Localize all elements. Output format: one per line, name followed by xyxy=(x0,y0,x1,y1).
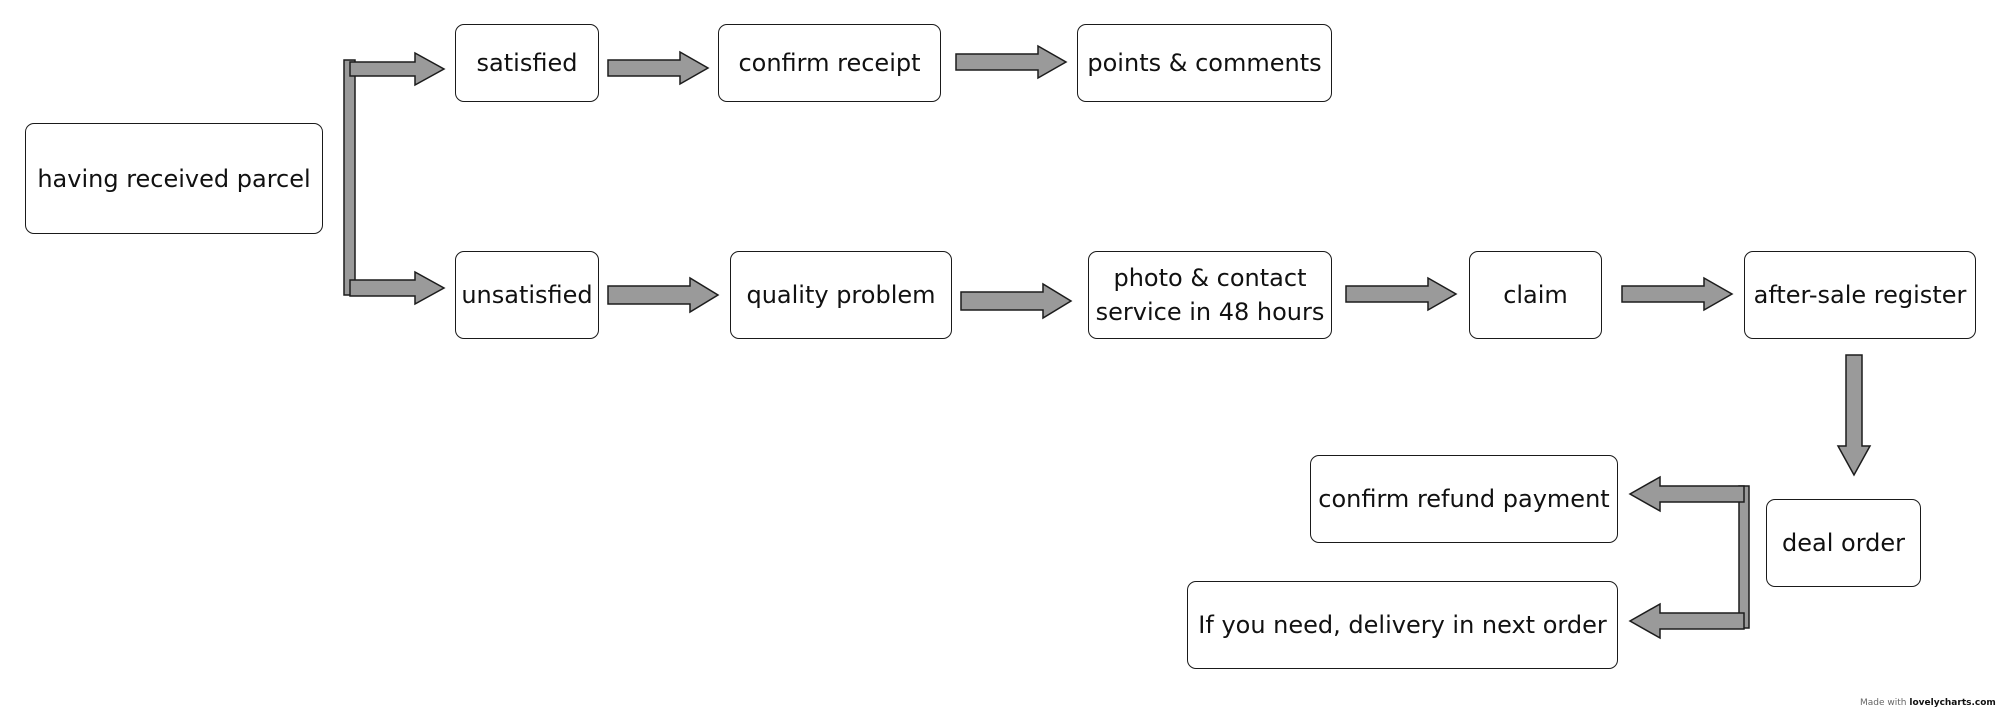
node-deal-order: deal order xyxy=(1766,499,1921,587)
made-with-credit: Made with lovelycharts.com xyxy=(1860,698,1996,708)
arrow-to-satisfied xyxy=(349,51,446,87)
arrow-satisfied-to-confirm xyxy=(607,50,710,86)
arrow-confirm-to-points xyxy=(955,44,1068,80)
node-photo-contact: photo & contact service in 48 hours xyxy=(1088,251,1332,339)
node-confirm-refund-payment: confirm refund payment xyxy=(1310,455,1618,543)
made-with-brand: lovelycharts.com xyxy=(1909,698,1996,708)
node-quality-problem: quality problem xyxy=(730,251,952,339)
node-unsatisfied: unsatisfied xyxy=(455,251,599,339)
arrow-to-unsatisfied xyxy=(349,270,446,306)
node-having-received-parcel: having received parcel xyxy=(25,123,323,234)
branch-bracket-right xyxy=(1738,485,1750,629)
branch-bracket-left xyxy=(343,59,356,296)
arrow-photo-to-claim xyxy=(1345,276,1458,312)
node-after-sale-register: after-sale register xyxy=(1744,251,1976,339)
node-delivery-next-order: If you need, delivery in next order xyxy=(1187,581,1618,669)
node-confirm-receipt: confirm receipt xyxy=(718,24,941,102)
arrow-claim-to-aftersale xyxy=(1621,276,1734,312)
node-points-comments: points & comments xyxy=(1077,24,1332,102)
made-with-prefix: Made with xyxy=(1860,698,1907,708)
node-claim: claim xyxy=(1469,251,1602,339)
arrow-aftersale-to-deal xyxy=(1836,354,1872,477)
arrow-quality-to-photo xyxy=(960,282,1073,320)
arrow-unsatisfied-to-quality xyxy=(607,276,720,314)
arrow-to-delivery-next xyxy=(1628,602,1745,640)
node-satisfied: satisfied xyxy=(455,24,599,102)
arrow-to-confirm-refund xyxy=(1628,475,1745,513)
